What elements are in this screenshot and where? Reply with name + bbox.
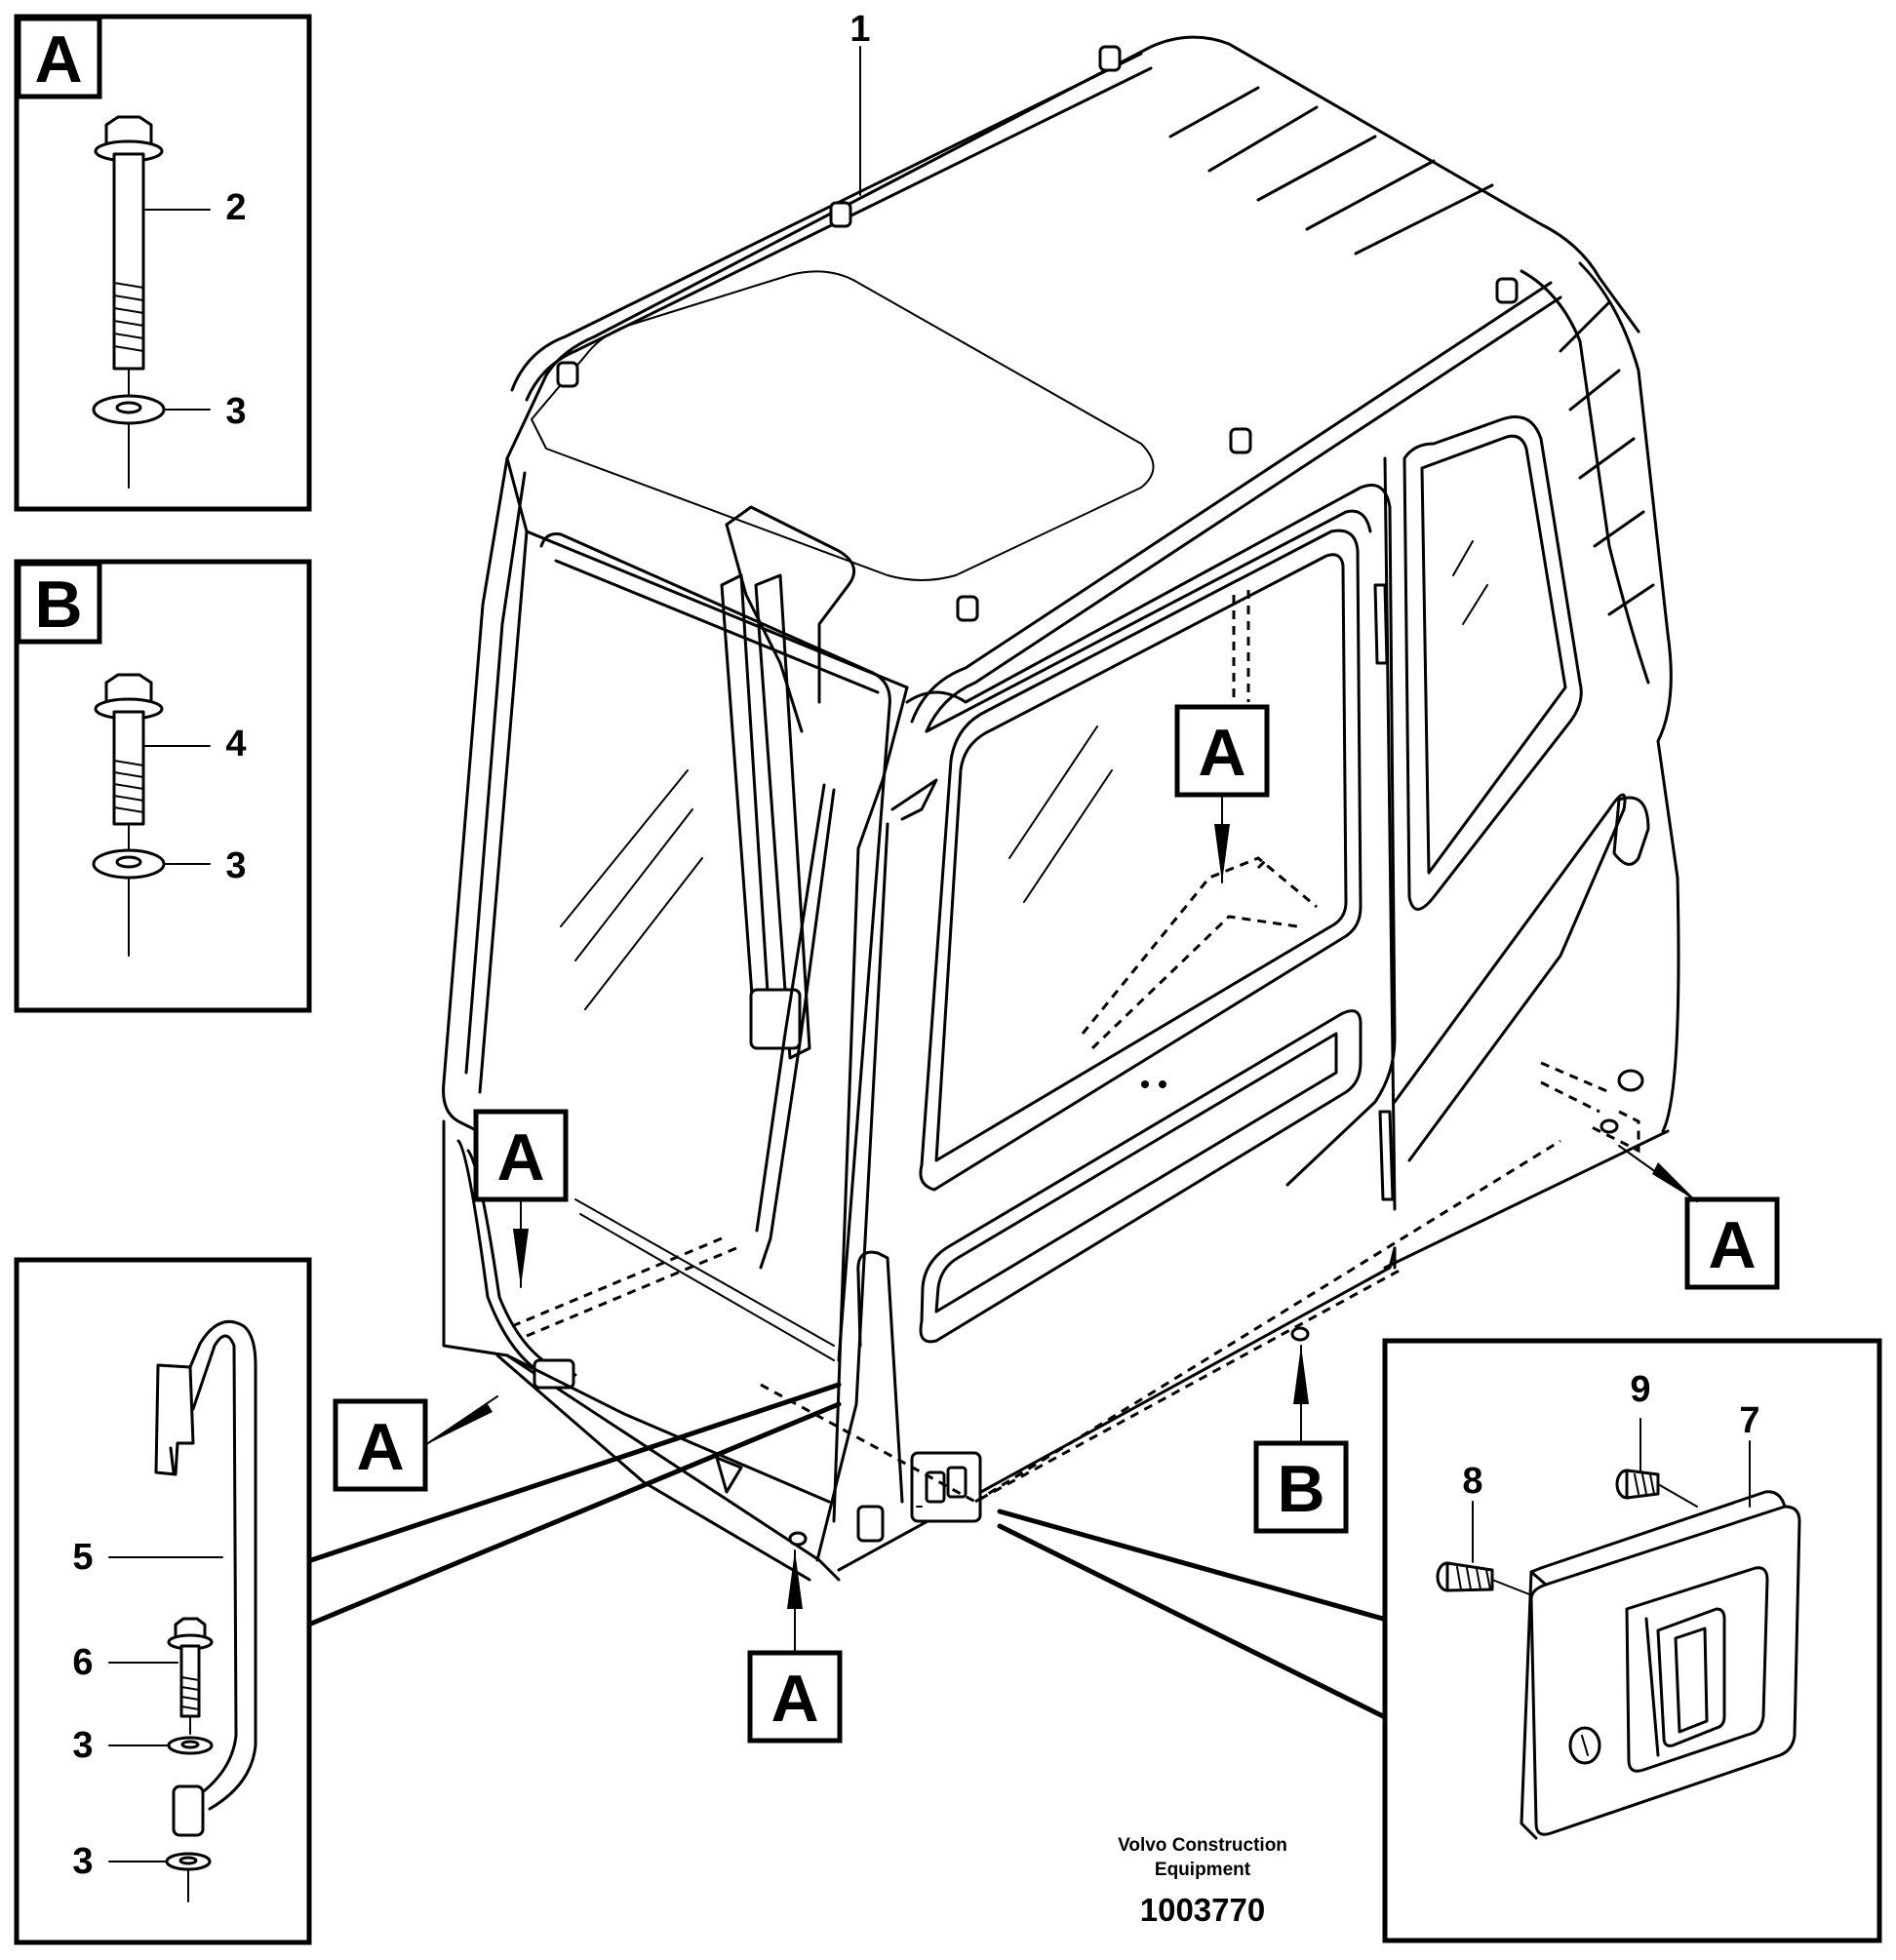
callout-1: 1 xyxy=(849,9,870,50)
screw-short-icon xyxy=(1615,1469,1698,1508)
bolt-long-icon xyxy=(92,115,166,489)
inset-a-label-box xyxy=(16,16,102,99)
callout-6: 6 xyxy=(72,1642,93,1683)
detail-ref-front-corner: A xyxy=(333,1395,498,1492)
inset-a-letter: A xyxy=(34,22,82,97)
bolt-short-icon xyxy=(92,673,166,957)
company-name-line2: Equipment xyxy=(1155,1860,1251,1880)
svg-text:A: A xyxy=(496,1120,544,1195)
callout-2: 2 xyxy=(225,187,246,228)
svg-text:A: A xyxy=(770,1662,818,1736)
document-number: 1003770 xyxy=(1140,1892,1265,1928)
callout-3-handrail-bottom: 3 xyxy=(72,1841,93,1882)
screw-long-icon xyxy=(1436,1561,1530,1595)
callout-3-a: 3 xyxy=(225,391,246,432)
detail-ref-front-left: A xyxy=(473,1109,569,1288)
handrail-inset: 5 6 3 3 xyxy=(14,1257,842,1945)
detail-ref-rear-corner: A xyxy=(1618,1145,1780,1290)
callout-9: 9 xyxy=(1630,1369,1650,1410)
callout-3-handrail-top: 3 xyxy=(72,1725,93,1766)
detail-ref-side-bottom: B xyxy=(1253,1345,1349,1534)
door-handle-inset: 9 7 8 xyxy=(997,1338,1882,1943)
cab-body xyxy=(442,35,1680,1582)
handrail-inset-frame xyxy=(14,1257,312,1945)
company-name-line1: Volvo Construction xyxy=(1118,1835,1287,1856)
callout-3-b: 3 xyxy=(225,845,246,886)
callout-5: 5 xyxy=(72,1537,93,1578)
inset-b-letter: B xyxy=(34,568,82,642)
svg-text:A: A xyxy=(1198,716,1245,790)
svg-text:A: A xyxy=(1708,1208,1756,1282)
svg-text:A: A xyxy=(356,1410,404,1484)
door-handle-icon xyxy=(1520,1490,1801,1840)
handrail-bolt-icon xyxy=(167,1617,214,1755)
inset-a: A 2 3 xyxy=(14,14,312,512)
callout-4: 4 xyxy=(225,724,246,764)
handrail-icon xyxy=(154,1320,257,1902)
detail-ref-door-bottom: A xyxy=(747,1549,843,1744)
svg-text:B: B xyxy=(1277,1452,1324,1526)
callout-8: 8 xyxy=(1462,1461,1482,1502)
inset-b: B 4 3 xyxy=(14,559,312,1013)
callout-7: 7 xyxy=(1739,1400,1759,1441)
detail-ref-window-floor: A xyxy=(1174,704,1270,883)
inset-b-label-box xyxy=(16,561,102,645)
